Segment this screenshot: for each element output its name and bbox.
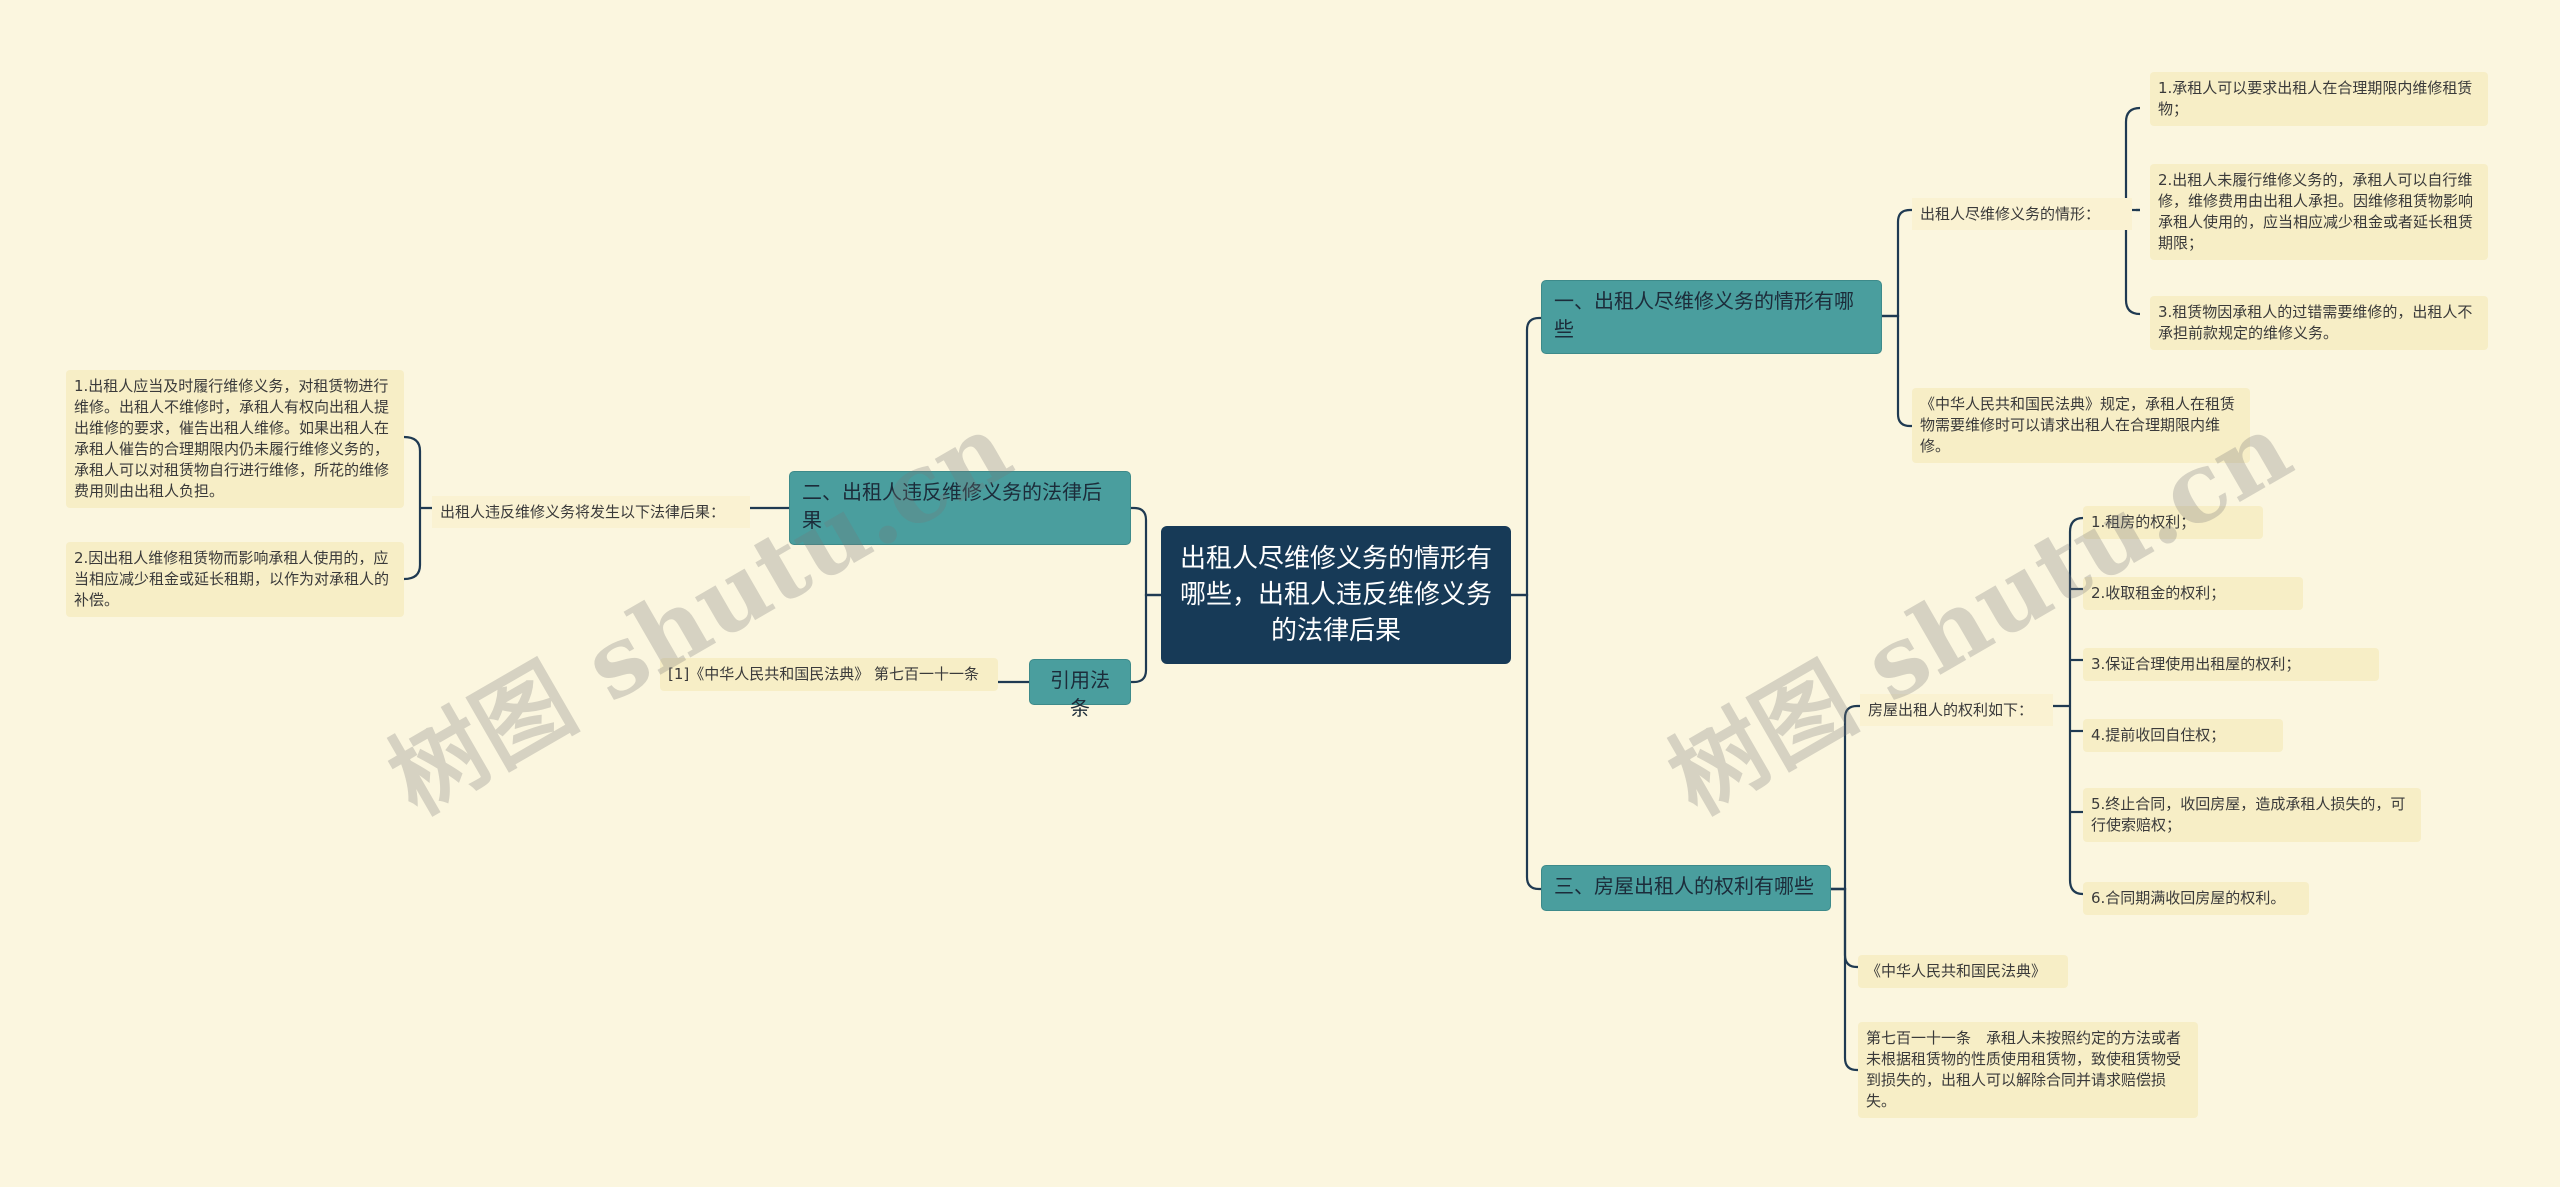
leaf-right-4[interactable]: 4.提前收回自住权；: [2083, 719, 2283, 752]
link-t1-s2: [1882, 314, 1912, 428]
link-t3-s6: [1831, 887, 1858, 1072]
leaf-right-1[interactable]: 1.租房的权利；: [2083, 506, 2263, 539]
link-root-t1: [1511, 316, 1541, 597]
link-root-t3: [1511, 593, 1541, 891]
link-s4-leaves: [2053, 516, 2084, 896]
leaf-consequence-2[interactable]: 2.因出租人维修租赁物而影响承租人使用的，应当相应减少租金或延长租期，以作为对承…: [66, 542, 404, 617]
subtopic-maintenance-cases[interactable]: 出租人尽维修义务的情形：: [1912, 198, 2132, 230]
leaf-citation[interactable]: [1]《中华人民共和国民法典》 第七百一十一条: [660, 658, 998, 691]
subtopic-civil-code-title[interactable]: 《中华人民共和国民法典》: [1858, 955, 2068, 988]
subtopic-civil-code-rule[interactable]: 《中华人民共和国民法典》规定，承租人在租赁物需要维修时可以请求出租人在合理期限内…: [1912, 388, 2250, 463]
link-t1-s1: [1882, 208, 1912, 318]
link-root-t4: [1131, 593, 1161, 684]
leaf-maintenance-3[interactable]: 3.租赁物因承租人的过错需要维修的，出租人不承担前款规定的维修义务。: [2150, 296, 2488, 350]
subtopic-article-711[interactable]: 第七百一十一条 承租人未按照约定的方法或者未根据租赁物的性质使用租赁物，致使租赁…: [1858, 1022, 2198, 1118]
leaf-right-5[interactable]: 5.终止合同，收回房屋，造成承租人损失的，可行使索赔权；: [2083, 788, 2421, 842]
topic-cited-law[interactable]: 引用法条: [1029, 659, 1131, 720]
leaf-right-3[interactable]: 3.保证合理使用出租屋的权利；: [2083, 648, 2379, 681]
subtopic-landlord-rights[interactable]: 房屋出租人的权利如下：: [1860, 694, 2053, 726]
leaf-maintenance-2[interactable]: 2.出租人未履行维修义务的，承租人可以自行维修，维修费用由出租人承担。因维修租赁…: [2150, 164, 2488, 260]
leaf-consequence-1[interactable]: 1.出租人应当及时履行维修义务，对租赁物进行维修。出租人不维修时，承租人有权向出…: [66, 370, 404, 508]
topic-breach-consequences[interactable]: 二、出租人违反维修义务的法律后果: [789, 471, 1131, 545]
subtopic-breach-consequences[interactable]: 出租人违反维修义务将发生以下法律后果：: [432, 496, 750, 528]
topic-maintenance-cases[interactable]: 一、出租人尽维修义务的情形有哪些: [1541, 280, 1882, 354]
link-root-t2: [1131, 506, 1161, 597]
link-t3-s4: [1831, 704, 1860, 891]
link-s3-leaves: [403, 435, 432, 581]
topic-landlord-rights[interactable]: 三、房屋出租人的权利有哪些: [1541, 865, 1831, 911]
leaf-right-6[interactable]: 6.合同期满收回房屋的权利。: [2083, 882, 2309, 915]
leaf-right-2[interactable]: 2.收取租金的权利；: [2083, 577, 2303, 610]
leaf-maintenance-1[interactable]: 1.承租人可以要求出租人在合理期限内维修租赁物；: [2150, 72, 2488, 126]
root-topic[interactable]: 出租人尽维修义务的情形有哪些，出租人违反维修义务的法律后果: [1161, 526, 1511, 664]
